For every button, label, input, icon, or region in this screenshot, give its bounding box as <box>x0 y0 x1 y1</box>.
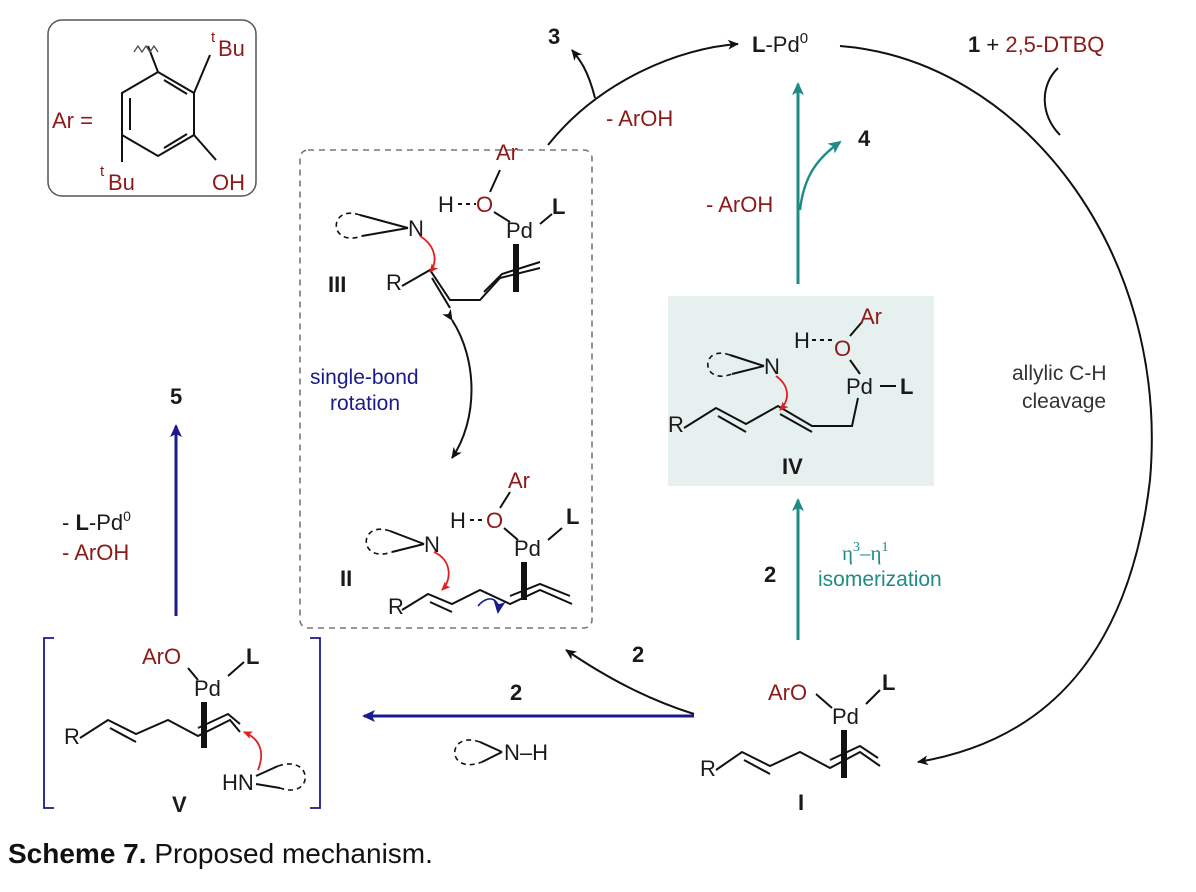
svg-text:R: R <box>700 756 716 781</box>
ar-definition-box: Ar = t Bu OH t Bu <box>47 19 257 197</box>
reagent-hook <box>1043 67 1061 136</box>
reagent-label: 1 + 2,5-DTBQ <box>968 32 1104 57</box>
svg-text:Pd: Pd <box>832 704 859 729</box>
product-4-label: 4 <box>858 126 871 151</box>
label-i: I <box>798 790 804 815</box>
svg-text:ArO: ArO <box>142 644 181 669</box>
svg-text:N: N <box>424 532 440 557</box>
cleavage-label-2: cleavage <box>1022 390 1106 413</box>
label-iv: IV <box>782 454 803 479</box>
isomerization-label: η3–η1 isomerization <box>818 540 942 591</box>
product-3-label: 3 <box>548 24 560 49</box>
svg-text:ArO: ArO <box>768 680 807 705</box>
intermediate-v: ArO Pd L R HN <box>64 644 306 795</box>
intermediate-i: ArO Pd L R <box>700 670 895 781</box>
rotation-label-2: rotation <box>330 392 400 415</box>
dashed-box-ii-iii <box>299 149 593 629</box>
svg-text:Pd: Pd <box>846 374 873 399</box>
arrow-i-to-ii <box>565 649 695 715</box>
label-v: V <box>172 792 187 817</box>
svg-text:N: N <box>764 354 780 379</box>
svg-text:Pd: Pd <box>194 676 221 701</box>
label-iii: III <box>328 272 346 297</box>
cleavage-label-1: allylic C-H <box>1012 362 1107 385</box>
amine-label: N–H <box>454 739 548 766</box>
reagent-2-ii: 2 <box>632 642 644 667</box>
svg-text:L-Pd0: L-Pd0 <box>752 30 808 57</box>
caption-text: Proposed mechanism. <box>154 838 433 869</box>
minus-lpd0-label: - L-Pd0 <box>62 508 131 535</box>
intermediate-v-bracket <box>43 637 321 809</box>
panel-iv <box>668 296 934 486</box>
minus-aroh-v: - ArOH <box>62 540 129 565</box>
label-ii: II <box>340 566 352 591</box>
svg-text:Ar: Ar <box>508 468 530 493</box>
arrow-allylic-cleavage <box>839 45 1153 766</box>
svg-text:Ar: Ar <box>860 304 882 329</box>
svg-text:- L-Pd0: - L-Pd0 <box>62 508 131 535</box>
svg-text:HN: HN <box>222 770 254 795</box>
svg-text:O: O <box>486 508 503 533</box>
svg-text:L: L <box>900 374 913 399</box>
minus-aroh-top: - ArOH <box>606 106 673 131</box>
tbu-bottom-label: Bu <box>108 170 135 195</box>
rotation-label-1: single-bond <box>310 366 419 389</box>
catalyst-lpd0: L-Pd0 <box>752 30 808 57</box>
scheme-caption: Scheme 7. Proposed mechanism. <box>8 838 433 870</box>
wavy-bond-icon <box>133 44 159 54</box>
svg-text:isomerization: isomerization <box>818 568 942 591</box>
svg-text:N: N <box>408 216 424 241</box>
svg-text:R: R <box>668 412 684 437</box>
svg-text:H: H <box>438 192 454 217</box>
svg-text:L: L <box>882 670 895 695</box>
svg-text:L: L <box>552 194 565 219</box>
reagent-2-v: 2 <box>510 680 522 705</box>
svg-text:O: O <box>476 192 493 217</box>
product-5-label: 5 <box>170 384 182 409</box>
svg-text:η3–η1: η3–η1 <box>842 540 888 565</box>
svg-text:O: O <box>834 336 851 361</box>
arrow-to-4 <box>798 140 842 211</box>
svg-text:Pd: Pd <box>506 218 533 243</box>
intermediate-ii: N H O Ar Pd L R <box>365 468 579 619</box>
arrow-single-bond-rotation <box>442 308 473 459</box>
tbu-top-sup: t <box>211 29 216 46</box>
intermediate-iv: N H O Ar Pd L R <box>668 304 913 437</box>
svg-text:R: R <box>388 594 404 619</box>
svg-text:Ar: Ar <box>496 140 518 165</box>
ar-equals-label: Ar = <box>52 108 93 133</box>
arrow-to-lpd0 <box>547 39 739 146</box>
caption-label: Scheme 7. <box>8 838 147 869</box>
intermediate-iii: N H O Ar Pd L R <box>335 140 565 309</box>
svg-text:L: L <box>246 644 259 669</box>
tbu-top-label: Bu <box>218 36 245 61</box>
svg-text:H: H <box>450 508 466 533</box>
svg-text:R: R <box>386 270 402 295</box>
arrow-to-3 <box>571 49 596 99</box>
svg-text:H: H <box>794 328 810 353</box>
svg-text:N–H: N–H <box>504 740 548 765</box>
svg-text:Pd: Pd <box>514 536 541 561</box>
minus-aroh-iv: - ArOH <box>706 192 773 217</box>
svg-text:R: R <box>64 724 80 749</box>
oh-label: OH <box>212 170 245 195</box>
svg-text:L: L <box>566 504 579 529</box>
svg-text:1 + 2,5-DTBQ: 1 + 2,5-DTBQ <box>968 32 1104 57</box>
tbu-bottom-sup: t <box>100 163 105 180</box>
reagent-2-iso: 2 <box>764 562 776 587</box>
